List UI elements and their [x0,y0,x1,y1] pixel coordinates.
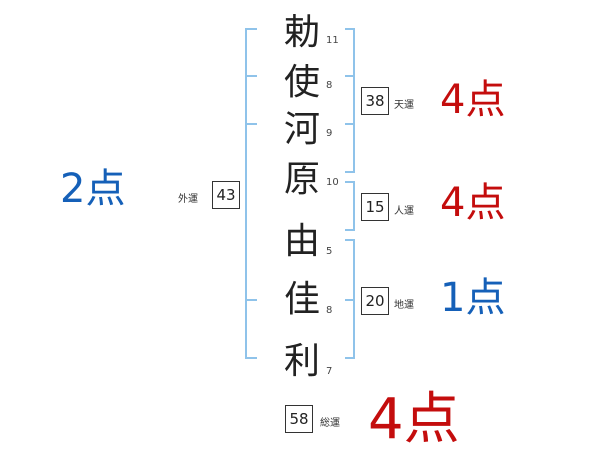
souun-value: 58 [285,405,313,433]
gaiun-label: 外運 [178,194,198,205]
tenun-score: 4点 [440,77,506,123]
name-char: 勅 [283,12,320,53]
souun-score: 4点 [368,387,460,452]
stroke-count: 8 [326,305,333,316]
jinun-label: 人運 [394,206,414,217]
stroke-count: 8 [326,80,333,91]
stroke-count: 9 [326,128,333,139]
stroke-count: 7 [326,366,333,377]
jinun-score: 4点 [440,180,506,226]
name-char: 原 [283,159,320,200]
tenun-label: 天運 [394,100,414,111]
name-char: 由 [283,221,320,262]
gaiun-value: 43 [212,181,240,209]
gaiun-score: 2点 [60,166,126,212]
name-char: 使 [283,62,320,103]
stroke-count: 5 [326,246,333,257]
name-char: 利 [283,341,320,382]
chiun-label: 地運 [394,300,414,311]
souun-label: 総運 [320,418,340,429]
name-char: 佳 [283,279,320,320]
tenun-value: 38 [361,87,389,115]
chiun-value: 20 [361,287,389,315]
jinun-value: 15 [361,193,389,221]
stroke-count: 10 [326,177,339,188]
chiun-score: 1点 [440,275,506,321]
stroke-count: 11 [326,35,339,46]
name-char: 河 [283,109,320,150]
